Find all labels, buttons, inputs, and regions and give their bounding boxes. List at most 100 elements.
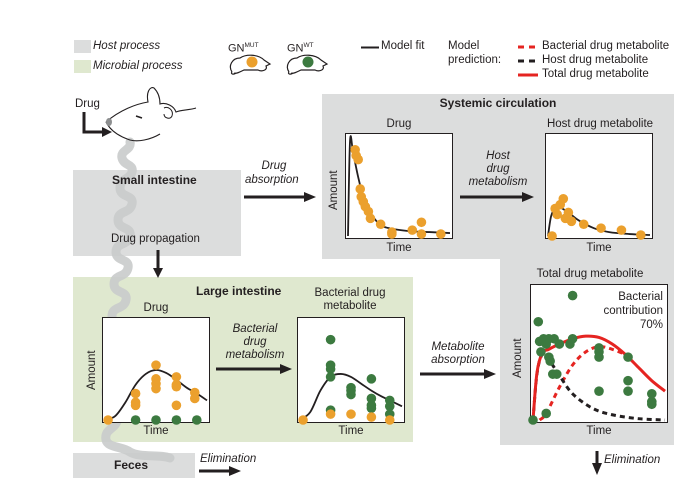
data-point-gn-wt	[554, 339, 565, 349]
bacterial-contribution-value: 70%	[639, 319, 663, 331]
data-point-gn-wt	[533, 316, 544, 327]
drug-input-arrow	[82, 112, 112, 137]
data-point-gn-wt	[346, 389, 356, 400]
microbial-process-label: Microbial process	[93, 60, 183, 72]
small-intestine-title: Small intestine	[112, 173, 197, 187]
chart-host-metabolite-xlabel: Time	[586, 242, 612, 254]
data-point-gn-mut	[325, 409, 336, 419]
chart-large-intestine-drug-plot-area	[103, 360, 208, 425]
large-intestine-title: Large intestine	[196, 284, 282, 298]
data-point-gn-wt	[151, 415, 161, 425]
host-metabolism-label-line2: drug	[486, 163, 510, 175]
data-point-gn-wt	[325, 372, 336, 382]
data-point-gn-mut	[547, 231, 557, 241]
drug-absorption-label-line1: Drug	[261, 160, 287, 172]
host-metabolism-label-line1: Host	[486, 150, 510, 162]
data-point-gn-mut	[563, 207, 574, 218]
data-point-gn-wt	[366, 374, 377, 384]
chart-total-metabolite-title: Total drug metabolite	[536, 268, 644, 280]
chart-systemic-drug	[345, 133, 453, 239]
systemic-elimination-arrow	[592, 451, 602, 475]
microbial-process-swatch	[74, 60, 91, 73]
chart-systemic-drug-ylabel: Amount	[328, 170, 340, 210]
gn-wt-mouse-icon	[286, 54, 329, 75]
series-model-fit	[104, 369, 208, 421]
chart-host-metabolite	[545, 133, 653, 241]
gn-wt-label: GNWT	[287, 42, 314, 55]
series-model-fit	[299, 373, 403, 421]
systemic-circulation-title: Systemic circulation	[439, 96, 557, 110]
data-point-gn-mut	[171, 372, 182, 382]
data-point-gn-wt	[647, 389, 657, 399]
drug-absorption-arrow	[244, 192, 316, 202]
data-point-gn-mut	[416, 217, 427, 228]
bacterial-contribution-line2: contribution	[603, 305, 663, 317]
data-point-gn-wt	[366, 403, 377, 414]
data-point-gn-mut	[596, 223, 606, 233]
chart-li-drug-ylabel: Amount	[86, 350, 98, 390]
model-fit-legend-line	[361, 46, 379, 49]
data-point-gn-mut	[375, 219, 386, 230]
data-point-gn-mut	[558, 193, 569, 204]
data-point-gn-wt	[325, 334, 336, 345]
model-prediction-label-line2: prediction:	[448, 54, 502, 66]
drug-propagation-arrow	[153, 250, 163, 278]
bacterial-metabolite-legend-label: Bacterial drug metabolite	[542, 40, 670, 52]
data-point-gn-mut	[365, 213, 376, 224]
data-point-gn-wt	[325, 364, 336, 374]
data-point-gn-wt	[623, 386, 633, 396]
chart-systemic-drug-title: Drug	[386, 118, 412, 130]
data-point-gn-mut	[346, 409, 356, 419]
host-prediction-legend-line	[518, 59, 538, 63]
data-point-gn-wt	[594, 352, 604, 362]
data-point-gn-wt	[623, 352, 633, 362]
total-prediction-legend-line	[518, 73, 538, 77]
host-process-label: Host process	[93, 40, 161, 52]
bacterial-metabolism-label-line2: drug	[243, 336, 267, 348]
data-point-gn-mut	[355, 184, 366, 194]
bacterial-contribution-line1: Bacterial	[618, 291, 663, 303]
data-point-gn-mut	[353, 154, 363, 165]
chart-bacterial-metabolite	[297, 317, 405, 425]
feces-elimination-arrow	[199, 466, 241, 476]
small-intestine-box	[73, 170, 241, 256]
data-point-gn-mut	[566, 216, 577, 227]
data-point-gn-mut	[616, 225, 627, 235]
data-point-gn-wt	[545, 356, 555, 366]
chart-host-drug-metabolite-plot-area	[547, 193, 651, 241]
data-point-gn-wt	[567, 333, 578, 344]
metabolite-absorption-label-line1: Metabolite	[431, 341, 485, 353]
data-point-gn-mut	[366, 412, 377, 422]
data-point-gn-wt	[528, 415, 538, 425]
data-point-gn-mut	[436, 229, 446, 239]
data-point-gn-wt	[536, 347, 546, 357]
data-point-gn-mut	[103, 415, 113, 425]
chart-total-drug-metabolite-plot-area	[528, 290, 666, 425]
data-point-gn-mut	[151, 360, 161, 370]
data-point-gn-wt	[551, 369, 562, 379]
feces-elimination-label: Elimination	[200, 453, 257, 465]
data-point-gn-mut	[189, 393, 200, 404]
drug-absorption-label-line2: absorption	[245, 174, 299, 186]
bacterial-metabolism-label-line1: Bacterial	[232, 323, 278, 335]
feces-label: Feces	[114, 458, 149, 472]
chart-total-metabolite-ylabel: Amount	[512, 338, 524, 378]
data-point-gn-mut	[171, 400, 182, 411]
chart-systemic-drug-plot-area	[347, 135, 451, 239]
data-point-gn-mut	[151, 383, 161, 394]
model-prediction-label-line1: Model	[448, 40, 480, 52]
data-point-gn-mut	[636, 230, 646, 240]
systemic-elimination-label: Elimination	[604, 454, 661, 466]
model-fit-label: Model fit	[381, 40, 425, 52]
bacterial-metabolism-arrow	[216, 364, 292, 374]
chart-total-metabolite	[528, 284, 668, 425]
drug-input-label: Drug	[75, 98, 100, 110]
data-point-gn-wt	[647, 399, 657, 410]
data-point-gn-wt	[594, 386, 604, 396]
data-point-gn-mut	[387, 229, 397, 239]
data-point-gn-wt	[567, 290, 578, 301]
data-point-gn-wt	[623, 375, 633, 386]
chart-host-metabolite-title: Host drug metabolite	[546, 118, 654, 130]
data-point-gn-mut	[298, 415, 308, 425]
